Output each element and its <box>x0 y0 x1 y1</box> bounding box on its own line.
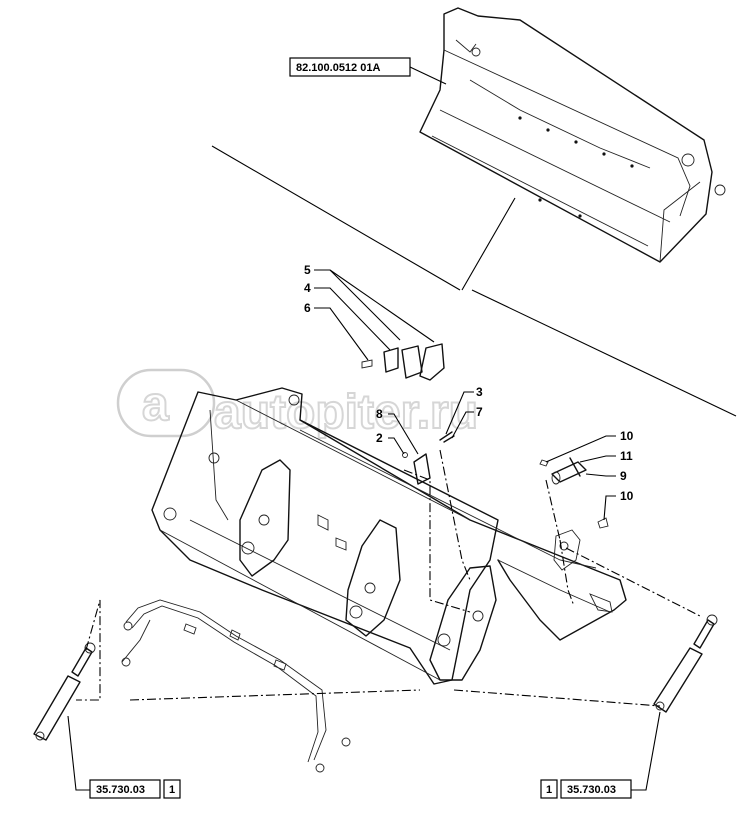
watermark-text: autopiter.ru <box>214 386 478 439</box>
cylinder-left <box>33 642 96 741</box>
callout-7-label: 7 <box>476 405 483 419</box>
callout-7[interactable]: 7 <box>451 405 483 439</box>
cylinder-right-reference[interactable]: 1 35.730.03 <box>540 711 661 799</box>
cylinder-left-ref-text: 35.730.03 <box>96 784 145 796</box>
callout-3-label: 3 <box>476 385 483 399</box>
callout-3[interactable]: 3 <box>445 385 483 435</box>
callout-6-label: 6 <box>304 301 311 315</box>
bucket-assembly-reference-text: 82.100.0512 01A <box>296 62 380 74</box>
bucket-assembly-reference[interactable]: 82.100.0512 01A <box>289 57 447 85</box>
callout-10-bottom[interactable]: 10 <box>603 489 634 521</box>
hydraulic-hoses <box>121 599 351 773</box>
callout-11-label: 11 <box>620 449 633 463</box>
bucket-assembly-view <box>419 7 726 263</box>
callout-10-top[interactable]: 10 <box>545 429 634 463</box>
callout-2[interactable]: 2 <box>376 431 405 455</box>
assembly-lines <box>76 449 701 707</box>
callout-4[interactable]: 4 <box>304 281 391 351</box>
callout-8-label: 8 <box>376 407 383 421</box>
callout-8[interactable]: 8 <box>376 407 419 455</box>
pivot-pin <box>539 457 609 529</box>
callout-10-top-label: 10 <box>620 429 634 443</box>
cylinder-right <box>653 614 718 713</box>
callout-9[interactable]: 9 <box>585 469 627 483</box>
wear-pads <box>361 343 445 381</box>
callout-2-label: 2 <box>376 431 383 445</box>
callout-9-label: 9 <box>620 469 627 483</box>
callout-11[interactable]: 11 <box>579 449 633 463</box>
callout-5[interactable]: 5 <box>304 263 435 343</box>
callout-10-bottom-label: 10 <box>620 489 634 503</box>
separator-line <box>211 145 461 291</box>
assembly-link-line <box>461 197 516 291</box>
watermark-badge: a <box>142 378 169 431</box>
cylinder-right-ref-text: 35.730.03 <box>567 784 616 796</box>
cylinder-left-reference[interactable]: 35.730.03 1 <box>67 715 181 799</box>
watermark: a autopiter.ru <box>116 368 479 440</box>
callout-6[interactable]: 6 <box>304 301 369 361</box>
cylinder-left-qty-text: 1 <box>169 784 175 796</box>
cylinder-right-qty-text: 1 <box>546 784 552 796</box>
callout-4-label: 4 <box>304 281 311 295</box>
bucket-body <box>151 387 627 685</box>
separator-line-right <box>471 289 737 417</box>
callout-5-label: 5 <box>304 263 311 277</box>
